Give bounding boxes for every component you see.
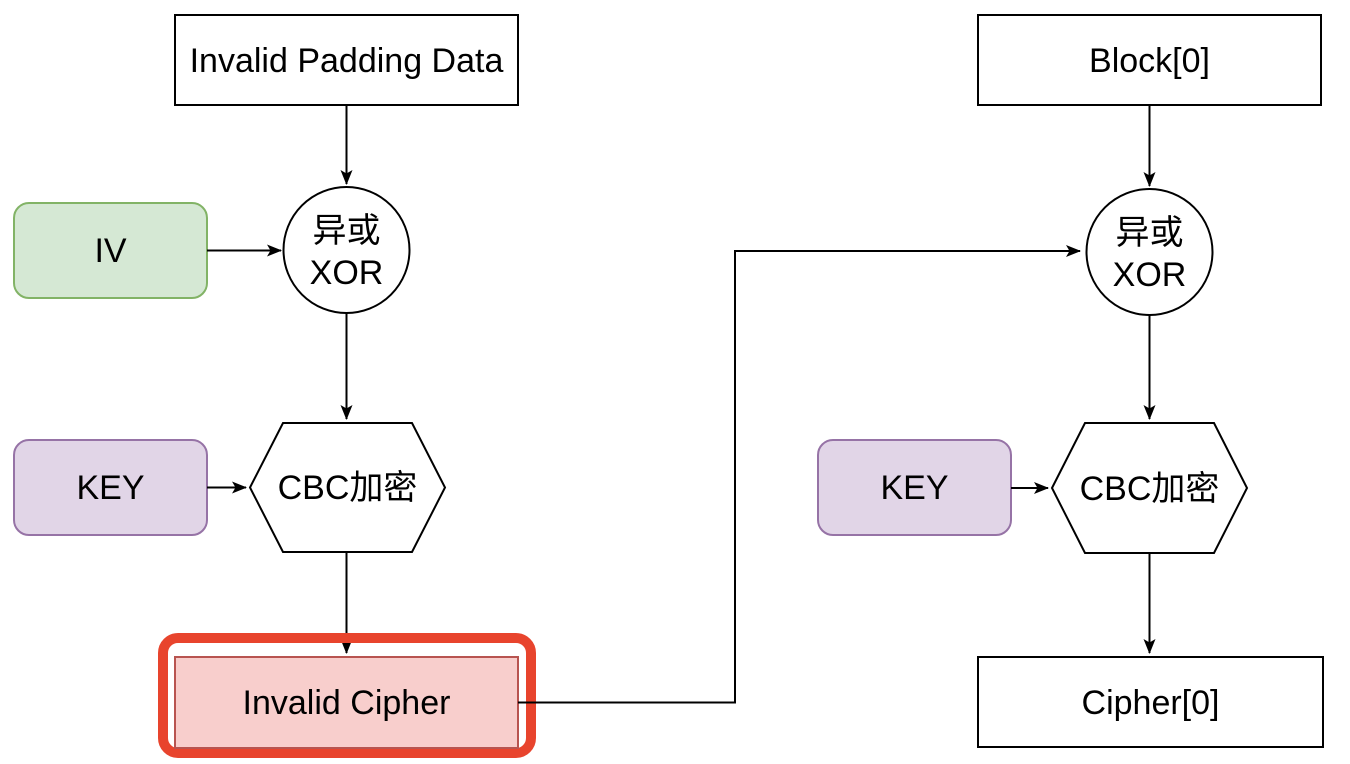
key-box-left: KEY (13, 439, 208, 536)
invalid-padding-data-box: Invalid Padding Data (174, 14, 519, 106)
key-left-label: KEY (76, 469, 144, 507)
cbc-encrypt-hexagon-left: CBC加密 (248, 422, 447, 553)
xor-left-line1: 异或 (313, 212, 381, 250)
cipher0-box: Cipher[0] (977, 656, 1324, 748)
invalid-cipher-box: Invalid Cipher (174, 656, 519, 749)
key-right-label: KEY (880, 469, 948, 507)
iv-box: IV (13, 202, 208, 299)
invalid-padding-data-label: Invalid Padding Data (190, 42, 504, 80)
xor-right-line2: XOR (1113, 256, 1187, 294)
key-box-right: KEY (817, 439, 1012, 536)
cbc-encrypt-left-label: CBC加密 (278, 469, 418, 507)
block0-label: Block[0] (1089, 42, 1210, 80)
xor-circle-left: 异或 XOR (282, 186, 411, 314)
xor-left-line2: XOR (310, 254, 384, 292)
xor-right-line1: 异或 (1116, 214, 1184, 252)
xor-circle-right: 异或 XOR (1085, 188, 1214, 316)
arrow-invalid-cipher-to-xor-right (518, 245, 1081, 704)
invalid-cipher-label: Invalid Cipher (243, 684, 451, 722)
red-highlight-outline (158, 633, 536, 758)
iv-label: IV (94, 232, 126, 270)
cbc-encrypt-hexagon-right: CBC加密 (1050, 422, 1249, 554)
block0-box: Block[0] (977, 14, 1322, 106)
cbc-encrypt-right-label: CBC加密 (1080, 470, 1220, 508)
cipher0-label: Cipher[0] (1082, 684, 1220, 722)
